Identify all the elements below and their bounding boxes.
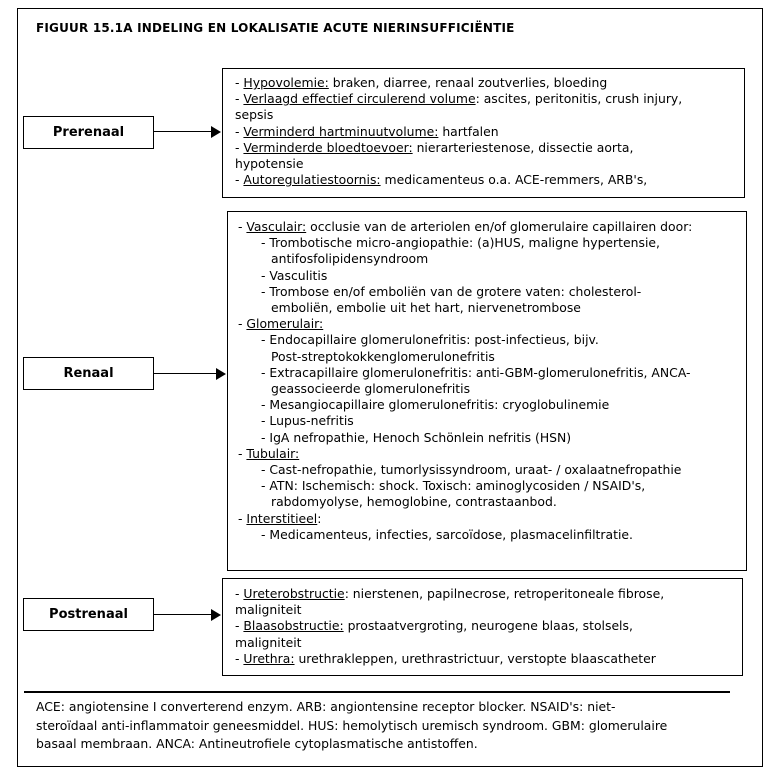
renaal-heading-glomerulair: - Glomerulair: (238, 316, 324, 332)
renaal-heading-interstitieel: - Interstitieel: (238, 510, 322, 526)
renaal-item: - Trombotische micro-angiopathie: (a)HUS… (261, 235, 660, 251)
renaal-heading-tubulair: - Tubulair: (238, 445, 300, 461)
renaal-item: emboliën, embolie uit het hart, niervene… (271, 300, 581, 316)
figure-title: FIGUUR 15.1A INDELING EN LOKALISATIE ACU… (36, 21, 515, 35)
prerenaal-box: - Hypovolemie: braken, diarree, renaal z… (222, 68, 745, 198)
renaal-item: antifosfolipidensyndroom (271, 251, 429, 267)
postrenaal-line: - Urethra: urethrakleppen, urethrastrict… (235, 650, 656, 666)
category-renaal: Renaal (23, 357, 154, 390)
postrenaal-line: maligniteit (235, 634, 302, 650)
renaal-item: - Vasculitis (261, 267, 328, 283)
renaal-item: - Lupus-nefritis (261, 413, 354, 429)
footnote-line: steroïdaal anti-inflammatoir geneesmidde… (36, 717, 668, 733)
renaal-item: - Mesangiocapillaire glomerulonefritis: … (261, 397, 610, 413)
postrenaal-line: maligniteit (235, 602, 302, 618)
postrenaal-box: - Ureterobstructie: nierstenen, papilnec… (222, 578, 743, 676)
renaal-box: - Vasculair: occlusie van de arteriolen … (227, 211, 747, 571)
prerenaal-line: - Autoregulatiestoornis: medicamenteus o… (235, 172, 648, 188)
renaal-item: - ATN: Ischemisch: shock. Toxisch: amino… (261, 478, 646, 494)
arrow-prerenaal (154, 126, 221, 138)
prerenaal-line: sepsis (235, 107, 274, 123)
arrow-renaal (154, 368, 226, 380)
renaal-item: - IgA nefropathie, Henoch Schönlein nefr… (261, 429, 572, 445)
renaal-item: geassocieerde glomerulonefritis (271, 381, 471, 397)
renaal-item: rabdomyolyse, hemoglobine, contrastaanbo… (271, 494, 557, 510)
category-prerenaal: Prerenaal (23, 116, 154, 149)
prerenaal-line: - Verminderd hartminuutvolume: hartfalen (235, 123, 499, 139)
renaal-item: - Extracapillaire glomerulonefritis: ant… (261, 364, 691, 380)
renaal-item: - Endocapillaire glomerulonefritis: post… (261, 332, 599, 348)
category-postrenaal: Postrenaal (23, 598, 154, 631)
footnote-line: basaal membraan. ANCA: Antineutrofiele c… (36, 736, 478, 751)
postrenaal-line: - Blaasobstructie: prostaatvergroting, n… (235, 618, 633, 634)
renaal-item: - Medicamenteus, infecties, sarcoïdose, … (261, 526, 633, 542)
postrenaal-line: - Ureterobstructie: nierstenen, papilnec… (235, 586, 665, 601)
renaal-item: Post-streptokokkenglomerulonefritis (271, 348, 495, 364)
prerenaal-line: hypotensie (235, 156, 304, 172)
footnote: ACE: angiotensine I converterend enzym. … (36, 698, 736, 754)
prerenaal-line: - Hypovolemie: braken, diarree, renaal z… (235, 75, 608, 90)
prerenaal-line: - Verlaagd effectief circulerend volume:… (235, 91, 683, 107)
renaal-item: - Trombose en/of emboliën van de grotere… (261, 283, 642, 299)
arrow-postrenaal (154, 609, 221, 621)
footnote-line: ACE: angiotensine I converterend enzym. … (36, 699, 616, 714)
renaal-heading-vasculair: - Vasculair: occlusie van de arteriolen … (238, 219, 693, 234)
figure-frame (17, 8, 763, 767)
prerenaal-line: - Verminderde bloedtoevoer: nierarteries… (235, 139, 634, 155)
footnote-divider (24, 691, 730, 693)
renaal-item: - Cast-nefropathie, tumorlysissyndroom, … (261, 462, 682, 478)
